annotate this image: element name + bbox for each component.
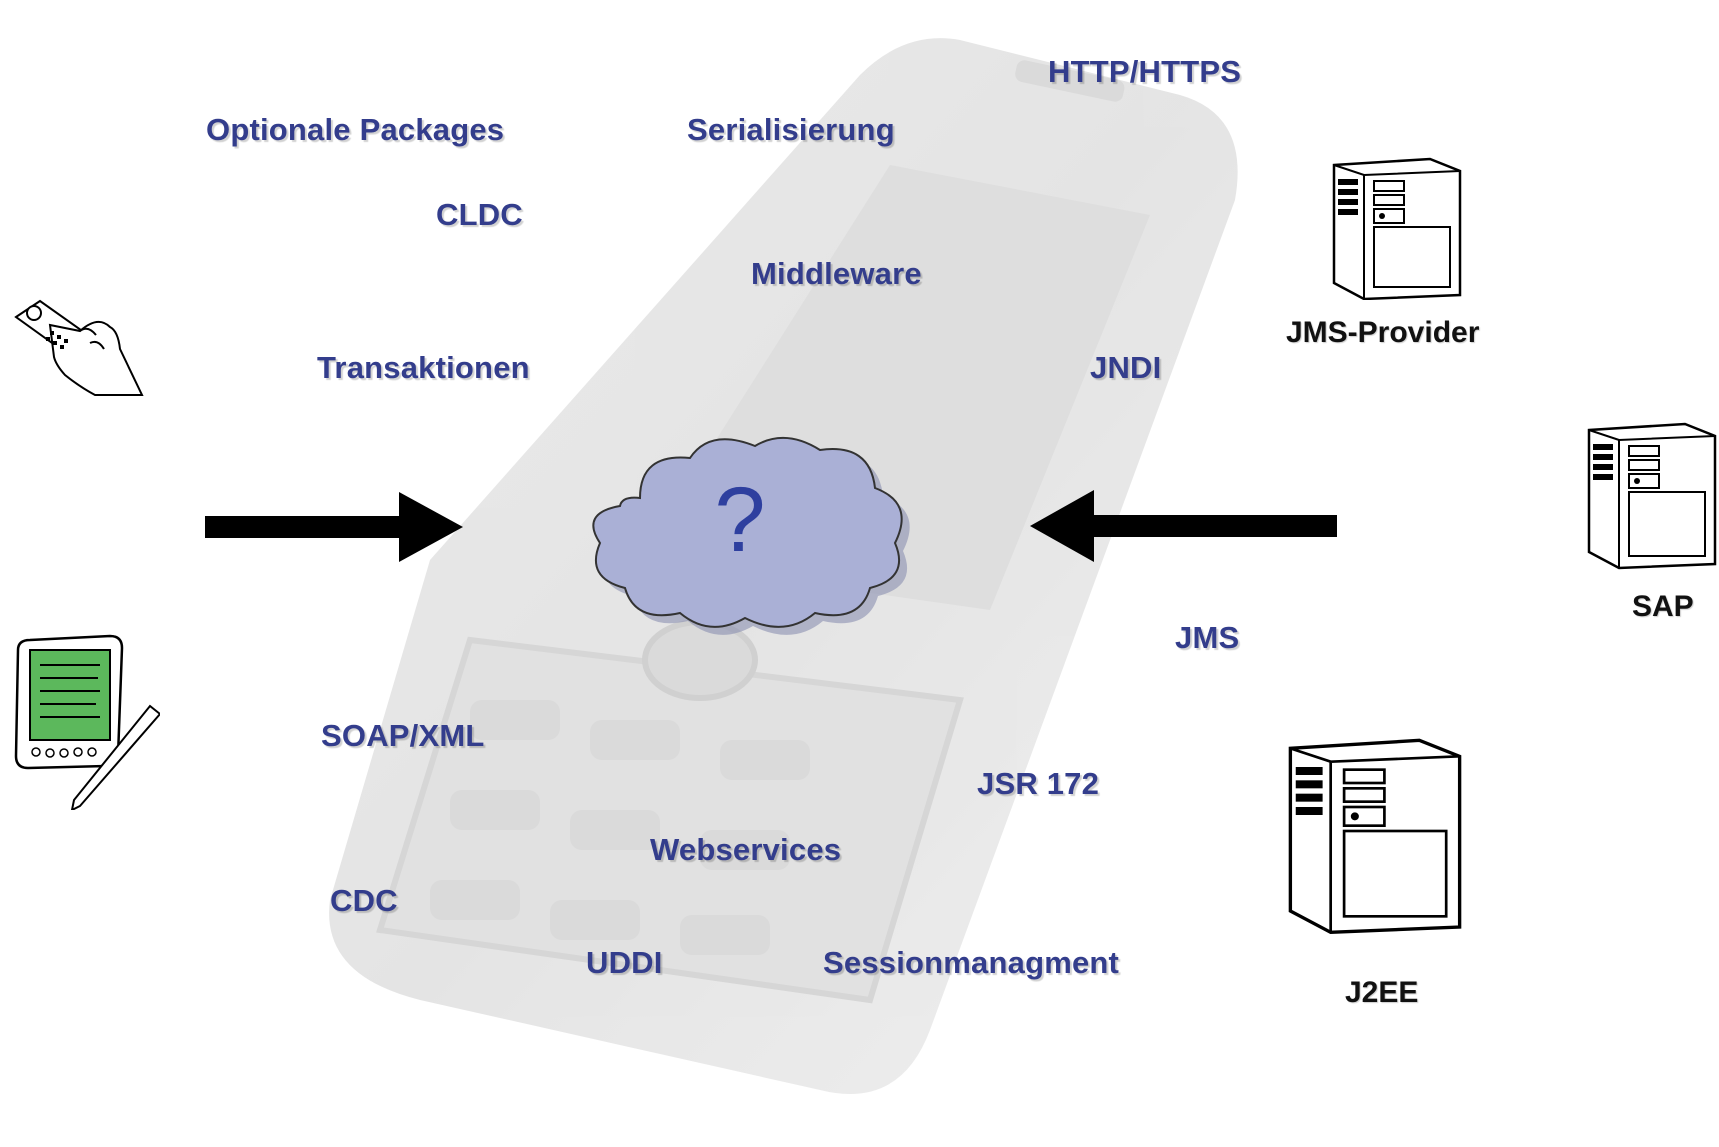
term-jsr-172: JSR 172 bbox=[977, 766, 1100, 801]
left-arrow-icon bbox=[1030, 490, 1337, 562]
term-soap-xml: SOAP/XML bbox=[321, 718, 485, 753]
server-label-sap: SAP bbox=[1632, 590, 1694, 623]
server-tower-icon bbox=[1332, 157, 1462, 300]
term-cdc: CDC bbox=[330, 883, 398, 918]
cloud-icon bbox=[592, 436, 910, 635]
server-label-j2ee: J2EE bbox=[1345, 976, 1419, 1009]
term-jms: JMS bbox=[1175, 620, 1240, 655]
term-cldc: CLDC bbox=[436, 197, 523, 232]
term-serialisierung: Serialisierung bbox=[687, 112, 895, 147]
term-jndi: JNDI bbox=[1090, 350, 1162, 385]
term-middleware: Middleware bbox=[751, 256, 922, 291]
server-label-jms-provider: JMS-Provider bbox=[1286, 316, 1480, 349]
term-uddi: UDDI bbox=[586, 945, 663, 980]
cloud-question-mark: ? bbox=[714, 469, 766, 571]
right-arrow-icon bbox=[205, 492, 463, 562]
server-tower-icon bbox=[1587, 422, 1717, 570]
term-transaktionen: Transaktionen bbox=[317, 350, 530, 385]
server-tower-icon bbox=[1288, 738, 1462, 935]
hand-held-phone-icon bbox=[14, 299, 144, 396]
term-webservices: Webservices bbox=[650, 832, 842, 867]
term-optionale-packages: Optionale Packages bbox=[206, 112, 505, 147]
term-sessionmanagment: Sessionmanagment bbox=[823, 945, 1120, 980]
term-http-https: HTTP/HTTPS bbox=[1048, 54, 1242, 89]
pda-stylus-icon bbox=[14, 634, 160, 810]
